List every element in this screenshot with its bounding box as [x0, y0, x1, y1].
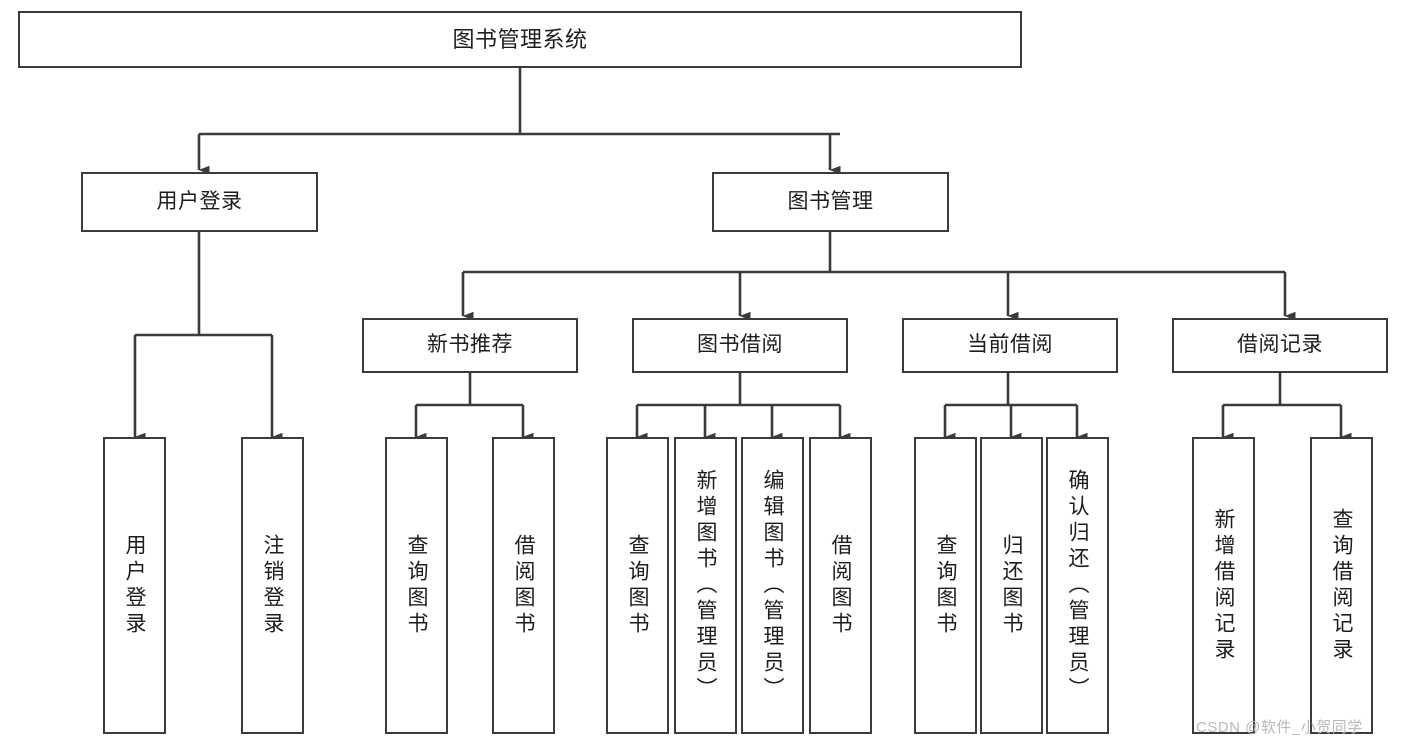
node-current-borrow[interactable]: 当前借阅 [902, 318, 1118, 373]
node-label: 借阅图书 [512, 533, 535, 638]
node-label: 查询借阅记录 [1330, 507, 1353, 664]
leaf-borrow-borrow-book[interactable]: 借阅图书 [809, 437, 872, 734]
node-new-book-recommend[interactable]: 新书推荐 [362, 318, 578, 373]
node-label: 用户登录 [123, 533, 146, 638]
leaf-current-query-book[interactable]: 查询图书 [914, 437, 977, 734]
node-label: 新增图书（管理员） [694, 468, 717, 703]
node-label: 查询图书 [626, 533, 649, 638]
node-borrow-records[interactable]: 借阅记录 [1172, 318, 1388, 373]
node-label: 查询图书 [405, 533, 428, 638]
node-label: 新书推荐 [427, 333, 513, 357]
leaf-borrow-query-book[interactable]: 查询图书 [606, 437, 669, 734]
node-label: 图书借阅 [697, 333, 783, 357]
leaf-user-login[interactable]: 用户登录 [103, 437, 166, 734]
leaf-user-logout[interactable]: 注销登录 [241, 437, 304, 734]
node-label: 查询图书 [934, 533, 957, 638]
leaf-records-query-record[interactable]: 查询借阅记录 [1310, 437, 1373, 734]
node-label: 确认归还（管理员） [1066, 468, 1089, 703]
node-user-login[interactable]: 用户登录 [81, 172, 318, 232]
node-label: 借阅记录 [1237, 333, 1323, 357]
node-label: 图书管理 [787, 189, 874, 213]
leaf-current-return-book[interactable]: 归还图书 [980, 437, 1043, 734]
node-label: 新增借阅记录 [1212, 507, 1235, 664]
leaf-borrow-add-book-admin[interactable]: 新增图书（管理员） [674, 437, 737, 734]
leaf-borrow-edit-book-admin[interactable]: 编辑图书（管理员） [741, 437, 804, 734]
node-label: 编辑图书（管理员） [761, 468, 784, 703]
node-label: 用户登录 [156, 189, 243, 213]
node-label: 图书管理系统 [452, 26, 588, 52]
node-label: 借阅图书 [829, 533, 852, 638]
leaf-current-confirm-return-admin[interactable]: 确认归还（管理员） [1046, 437, 1109, 734]
node-label: 当前借阅 [967, 333, 1053, 357]
leaf-recommend-borrow-book[interactable]: 借阅图书 [492, 437, 555, 734]
leaf-records-add-record[interactable]: 新增借阅记录 [1192, 437, 1255, 734]
node-book-management[interactable]: 图书管理 [712, 172, 949, 232]
node-root-system[interactable]: 图书管理系统 [18, 11, 1022, 68]
node-label: 归还图书 [1000, 533, 1023, 638]
node-book-borrow[interactable]: 图书借阅 [632, 318, 848, 373]
leaf-recommend-query-book[interactable]: 查询图书 [385, 437, 448, 734]
node-label: 注销登录 [261, 533, 284, 638]
